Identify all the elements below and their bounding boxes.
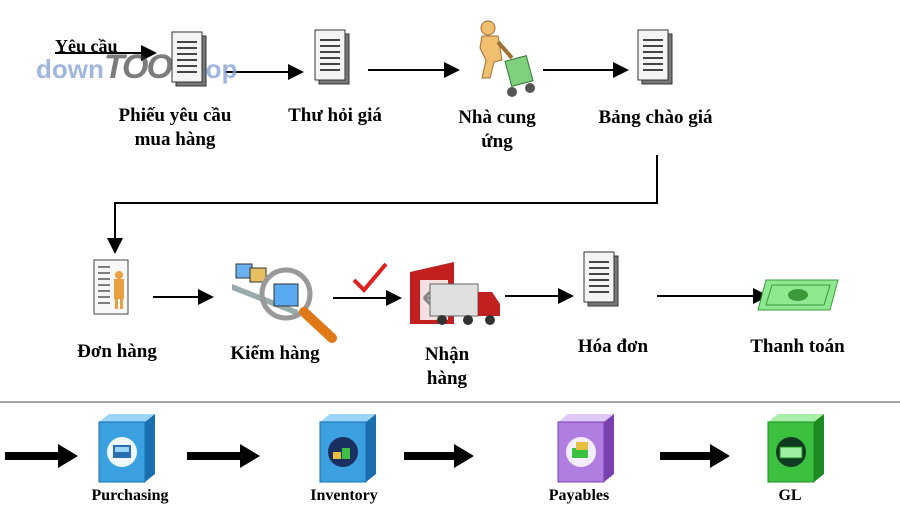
step-label-payment: Thanh toán xyxy=(750,336,845,357)
delivery-truck-icon xyxy=(410,262,500,325)
module-label-inventory: Inventory xyxy=(310,487,378,504)
step-label-inquiry: Thư hỏi giá xyxy=(288,105,382,126)
module-label-payables: Payables xyxy=(548,487,610,504)
document-stack-icon xyxy=(583,251,619,307)
document-stack-icon xyxy=(171,31,207,87)
step-label-invoice: Hóa đơn xyxy=(577,336,649,357)
step-label-quotation: Bảng chào giá xyxy=(598,107,713,128)
arrow-quote-to-order xyxy=(107,155,658,254)
step-label-purchase-request: Phiếu yêu cầu mua hàng xyxy=(118,105,232,150)
money-bill-icon xyxy=(757,279,839,311)
inventory-book-icon xyxy=(319,414,376,483)
hand-truck-worker-icon xyxy=(479,20,535,97)
gl-book-icon xyxy=(767,414,824,483)
request-label: Yêu cầu xyxy=(55,36,118,56)
payables-book-icon xyxy=(557,414,614,483)
module-arrow xyxy=(660,444,730,468)
step-label-order: Đơn hàng xyxy=(77,341,157,362)
purchasing-book-icon xyxy=(98,414,155,483)
document-stack-icon xyxy=(314,29,350,85)
module-label-gl: GL xyxy=(778,487,802,504)
inspection-conveyor-icon xyxy=(232,263,337,343)
check-mark-icon xyxy=(352,262,388,293)
step-label-receiving: Nhận hàng xyxy=(424,344,470,389)
document-stack-icon xyxy=(637,29,673,85)
order-form-icon xyxy=(93,259,129,315)
module-arrow xyxy=(5,444,78,468)
step-label-inspection: Kiểm hàng xyxy=(230,343,320,364)
watermark-part1: down xyxy=(36,54,104,84)
module-label-purchasing: Purchasing xyxy=(91,487,169,504)
step-label-supplier: Nhà cung ứng xyxy=(458,107,536,152)
module-arrow xyxy=(404,444,474,468)
module-arrow xyxy=(187,444,260,468)
